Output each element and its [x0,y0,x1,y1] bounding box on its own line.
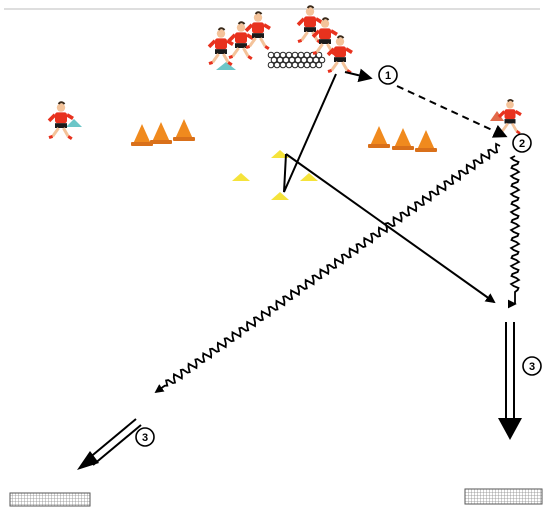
step-marker-3-right: 3 [522,356,542,376]
run-arrow-to-1 [344,68,373,83]
mini-goal-icon [9,492,91,507]
flat-marker-icon [271,150,289,158]
cone-group-left [131,119,195,146]
cone-icon [415,130,437,152]
soccer-ball-icon [285,61,293,69]
soccer-player-icon [497,98,522,135]
step-label: 3 [529,361,535,373]
step-marker-2: 2 [512,133,532,153]
soccer-ball-icon [273,61,281,69]
flat-marker-icon [271,192,289,200]
cone-icon [368,126,390,148]
ball-pile [267,51,326,69]
soccer-ball-icon [279,61,287,69]
yellow-marker-group [232,150,318,200]
soccer-player-icon [311,17,338,57]
step-label: 2 [519,138,525,150]
soccer-ball-icon [315,61,323,69]
soccer-player-icon [244,11,271,51]
dribble-arrow-down [509,155,521,306]
cone-group-right [368,126,437,152]
soccer-ball-icon [303,61,311,69]
pass-line-zigzag [283,73,337,193]
flat-marker-icon [300,173,318,181]
soccer-ball-icon [315,51,323,59]
soccer-player-icon [227,21,254,61]
mini-goal-icon [464,488,543,505]
step-marker-3-left: 3 [135,427,155,447]
soccer-player-icon [207,27,234,67]
cone-icon [490,111,504,121]
cone-icon [392,128,414,150]
shot-arrow-right [498,322,522,440]
cone-icon [131,124,153,146]
soccer-player-icon [47,101,74,141]
flat-marker-icon [66,119,82,127]
soccer-ball-icon [318,56,326,64]
cone-icon [150,122,172,144]
soccer-ball-icon [267,61,275,69]
players [47,5,522,141]
soccer-ball-icon [297,61,305,69]
dashed-pass-1-to-2 [396,85,508,138]
flat-marker-icon [232,173,250,181]
soccer-ball-icon [309,61,317,69]
soccer-player-icon [296,5,323,45]
pass-line-diagonal [285,153,496,304]
dribble-arrow-diagonal [154,142,501,394]
step-label: 1 [385,70,391,82]
shot-arrow-left [77,418,142,470]
step-label: 3 [142,432,148,444]
cone-icon [173,119,195,141]
step-marker-1: 1 [378,65,398,85]
soccer-player-icon [326,35,353,75]
soccer-ball-icon [291,61,299,69]
flat-marker-icon [216,62,236,70]
